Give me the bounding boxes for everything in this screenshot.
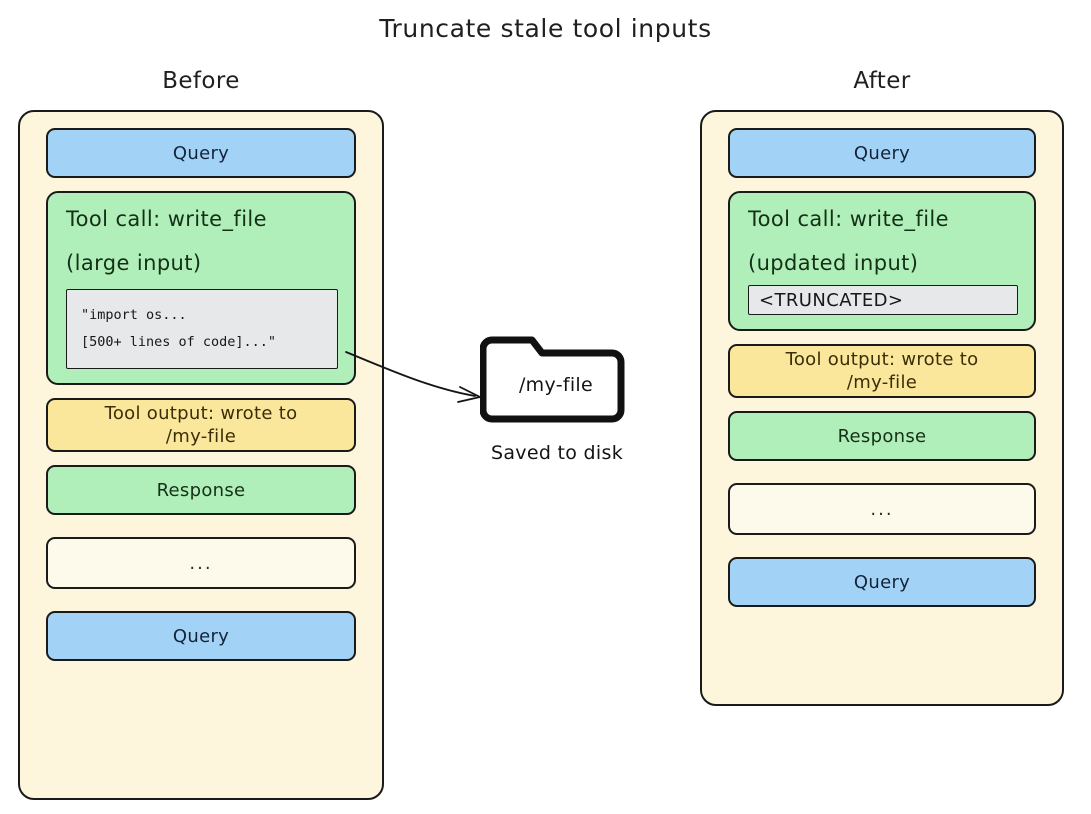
message-response-after[interactable]: Response bbox=[728, 411, 1036, 461]
tool-call-title-before: Tool call: write_file bbox=[66, 207, 267, 231]
message-query-bottom-before[interactable]: Query bbox=[46, 611, 356, 661]
message-tool-output-before[interactable]: Tool output: wrote to/my-file bbox=[46, 398, 356, 452]
message-ellipsis-after: ... bbox=[728, 483, 1036, 535]
message-query-top-before[interactable]: Query bbox=[46, 128, 356, 178]
message-tool-call-after[interactable]: Tool call: write_file (updated input) <T… bbox=[728, 191, 1036, 331]
conversation-container-after: Query Tool call: write_file (updated inp… bbox=[700, 110, 1064, 706]
message-query-top-after[interactable]: Query bbox=[728, 128, 1036, 178]
disk-group: /my-file Saved to disk bbox=[480, 330, 640, 470]
column-heading-before: Before bbox=[162, 68, 240, 94]
message-tool-output-after[interactable]: Tool output: wrote to/my-file bbox=[728, 344, 1036, 398]
folder-icon bbox=[480, 336, 625, 423]
tool-call-subtitle-after: (updated input) bbox=[748, 251, 919, 275]
code-line-2: [500+ lines of code]..." bbox=[81, 334, 277, 350]
tool-call-subtitle-before: (large input) bbox=[66, 251, 202, 275]
message-tool-call-before[interactable]: Tool call: write_file (large input) "imp… bbox=[46, 191, 356, 385]
conversation-container-before: Query Tool call: write_file (large input… bbox=[18, 110, 384, 800]
disk-file-name: /my-file bbox=[518, 374, 593, 396]
message-ellipsis-before: ... bbox=[46, 537, 356, 589]
tool-call-title-after: Tool call: write_file bbox=[748, 207, 949, 231]
column-heading-after: After bbox=[853, 68, 911, 94]
message-query-bottom-after[interactable]: Query bbox=[728, 557, 1036, 607]
page-title: Truncate stale tool inputs bbox=[379, 14, 712, 43]
tool-call-truncated-block-after: <TRUNCATED> bbox=[748, 285, 1018, 315]
disk-caption: Saved to disk bbox=[491, 442, 623, 464]
tool-call-code-block-before: "import os... [500+ lines of code]..." bbox=[66, 289, 338, 369]
code-line-1: "import os... bbox=[81, 307, 187, 323]
message-response-before[interactable]: Response bbox=[46, 465, 356, 515]
